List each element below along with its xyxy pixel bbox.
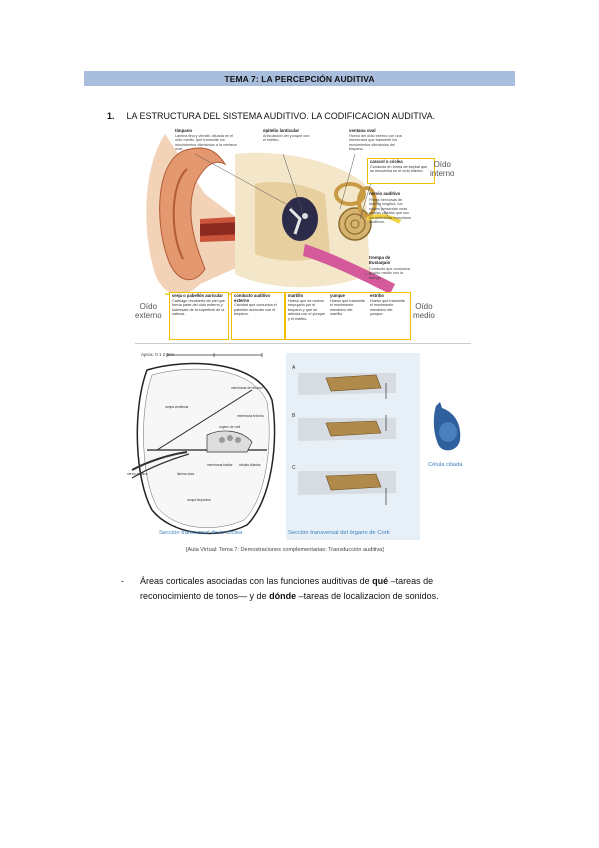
cochlea-caption: Sección transversal de la cóclea — [159, 530, 243, 536]
bullet-dash: - — [121, 576, 124, 586]
bullet-line1-pre: Áreas corticales asociadas con las funci… — [140, 576, 373, 586]
label-oido-interno: Oído interno — [430, 160, 455, 178]
corti-illustration — [298, 373, 396, 505]
figure-divider — [135, 343, 471, 344]
label-oido-externo: Oído externo — [135, 302, 162, 320]
section-heading: 1. LA ESTRUCTURA DEL SISTEMA AUDITIVO. L… — [107, 111, 435, 121]
label-ciliadas: células ciliadas — [239, 463, 261, 467]
label-reissner: membrana de reissner — [231, 386, 263, 390]
term-martillo-desc: Hueso que se mueve empujado por el tímpa… — [288, 298, 325, 321]
corti-label-c: C — [292, 465, 296, 471]
header-bar: TEMA 7: LA PERCEPCIÓN AUDITIVA — [84, 71, 515, 86]
term-oreja: oreja o pabellón auricular — [172, 293, 223, 298]
term-martillo: martillo — [288, 293, 304, 298]
label-nervio: nervio auditivo — [127, 472, 148, 476]
cochlea-figure: Aprox. 0 1 2 mm membrana de reissner ram… — [127, 350, 279, 540]
ear-illustration — [146, 134, 402, 295]
box-conducto: conducto auditivo externo Cavidad que co… — [231, 292, 285, 340]
bullet-line-2: reconocimiento de tonos— y de dónde –tar… — [140, 589, 480, 604]
term-ventana-oval: ventana oval — [349, 128, 376, 133]
section-title: LA ESTRUCTURA DEL SISTEMA AUDITIVO. LA C… — [126, 111, 436, 121]
box-oreja: oreja o pabellón auricular Cartílago rec… — [169, 292, 229, 340]
corti-panel-b — [298, 415, 396, 441]
term-epitelio: epitelio lanticular — [263, 128, 300, 133]
term-estribo: estribo — [370, 293, 384, 298]
label-rampa-timpanica: rampa timpánica — [187, 498, 211, 502]
term-nervio-desc: Fibras nerviosas de distinta longitud, l… — [369, 198, 412, 225]
cochlea-scale: Aprox. 0 1 2 mm — [141, 352, 175, 357]
bullet-line2-pre: reconocimiento de tonos— y de — [140, 591, 270, 601]
term-yunque-desc: Hueso que transmite el movimiento mecáni… — [330, 298, 366, 317]
hair-cell-illustration — [433, 402, 461, 451]
bullet-line1-post: –tareas de — [388, 576, 434, 586]
label-corti: órgano de corti — [219, 425, 241, 429]
box-caracol: caracol o cóclea Conducto en forma de es… — [367, 158, 435, 184]
label-oido-medio: Oído medio — [413, 302, 435, 320]
bullet-line-1: Áreas corticales asociadas con las funci… — [140, 574, 480, 589]
corti-figure: A B C Sección transversal del órgano de … — [286, 353, 420, 540]
bullet-line2-bold: dónde — [269, 591, 297, 601]
label-tectoria: membrana tectoria — [237, 414, 264, 418]
bullet-line1-bold: qué — [372, 576, 389, 586]
corti-label-b: B — [292, 413, 296, 419]
term-epitelio-desc: Articulación del yunque con el estribo. — [263, 134, 310, 143]
hair-cell-caption: Célula ciliada — [428, 462, 463, 468]
corti-panel-c — [298, 471, 396, 505]
term-conducto-desc: Cavidad que comunica el pabellón auricul… — [234, 303, 277, 317]
ear-anatomy-figure: tímpano Lamina fina y vibrátil, situada … — [135, 124, 471, 342]
label-lamina: lámina ósea — [177, 472, 195, 476]
term-trompa-desc: Conducto que comunica el oído medio con … — [369, 267, 410, 280]
label-rampa-vestibular: rampa vestibular — [165, 405, 189, 409]
cochlea-illustration — [131, 353, 276, 535]
corti-caption: Sección transversal del órgano de Corti — [288, 530, 390, 536]
hair-cell-figure: Célula ciliada — [428, 400, 468, 470]
box-huesecillos: martillo Hueso que se mueve empujado por… — [285, 292, 411, 340]
term-nervio: nervio auditivo — [369, 191, 401, 196]
source-note: [Aula Virtual: Tema 7: Demostraciones co… — [186, 547, 384, 553]
term-timpano: tímpano — [175, 128, 193, 133]
term-conducto: conducto auditivo externo — [234, 293, 271, 303]
term-caracol: caracol o cóclea — [370, 159, 403, 164]
term-yunque: yunque — [330, 293, 345, 298]
term-ventana-oval-desc: Hueco del oído interno con una membrana … — [349, 134, 402, 152]
corti-panel-a — [298, 373, 396, 399]
corti-label-a: A — [292, 365, 296, 371]
term-trompa: trompa de Eustaquio — [369, 255, 391, 265]
bullet-item: - Áreas corticales asociadas con las fun… — [121, 574, 480, 604]
term-timpano-desc: Lamina fina y vibrátil, situada en el oí… — [175, 134, 237, 152]
label-basilar: membrana basilar — [207, 463, 233, 467]
term-caracol-desc: Conducto en forma de espiral que se encu… — [370, 164, 428, 174]
bullet-line2-post: –tareas de localizacion de sonidos. — [296, 591, 439, 601]
term-oreja-desc: Cartílago recubierto de piel que forma p… — [172, 298, 225, 317]
section-number: 1. — [107, 111, 115, 121]
term-estribo-desc: Hueso que transmite el movimiento mecáni… — [370, 298, 406, 317]
page-title: TEMA 7: LA PERCEPCIÓN AUDITIVA — [224, 73, 375, 84]
